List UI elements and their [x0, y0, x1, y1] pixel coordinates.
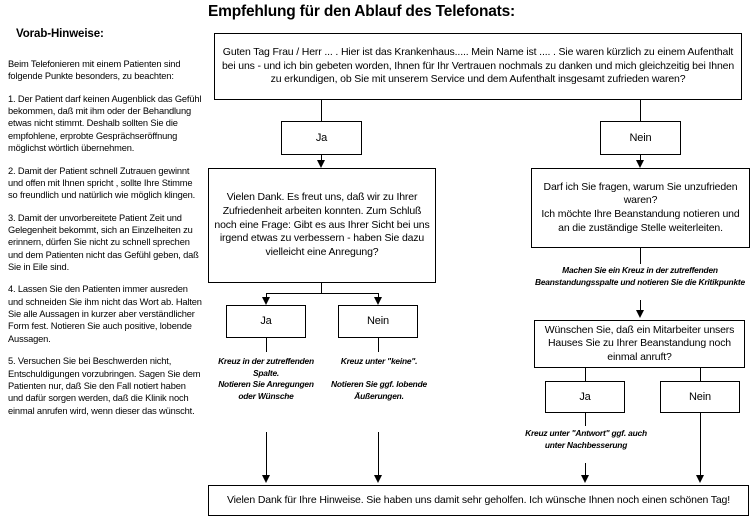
connector-to-suggestion-no: [378, 293, 379, 299]
arrow-head-icon: [696, 475, 704, 483]
connector-to-suggestion-yes: [266, 293, 267, 299]
sidebar-paragraph-0: Beim Telefonieren mit einem Patienten si…: [8, 59, 181, 82]
node-unsatisfied-followup: Darf ich Sie fragen, warum Sie unzufried…: [531, 168, 750, 248]
sidebar-paragraph-1: 1. Der Patient darf keinen Augenblick da…: [8, 93, 202, 154]
node-callback-yes: Ja: [545, 381, 625, 413]
connector-suggestion-no-to-closing: [378, 432, 379, 477]
sidebar-notes: Vorab-Hinweise: Beim Telefonieren mit ei…: [8, 28, 203, 427]
connector-callback-no-to-closing: [700, 413, 701, 477]
node-decision-satisfied-yes: Ja: [281, 121, 362, 155]
connector-callback-yes-stem: [585, 368, 586, 381]
node-callback-question: Wünschen Sie, daß ein Mitarbeiter unsers…: [534, 320, 745, 368]
connector-callback-yes-to-note: [585, 413, 586, 426]
node-opening-statement: Guten Tag Frau / Herr ... . Hier ist das…: [214, 33, 742, 100]
connector-followup-split: [266, 293, 378, 294]
connector-callback-no-stem: [700, 368, 701, 381]
connector-ja-to-followup: [321, 155, 322, 162]
connector-suggestion-yes-to-closing: [266, 432, 267, 477]
connector-callback-yes-to-closing: [585, 463, 586, 477]
arrow-head-icon: [636, 310, 644, 318]
sidebar-paragraph-2: 2. Damit der Patient schnell Zutrauen ge…: [8, 165, 196, 201]
arrow-head-icon: [636, 160, 644, 168]
node-closing-statement: Vielen Dank für Ihre Hinweise. Sie haben…: [208, 485, 749, 516]
node-suggestion-no: Nein: [338, 305, 418, 338]
connector-note-to-callback: [640, 300, 641, 312]
arrow-head-icon: [262, 297, 270, 305]
arrow-head-icon: [374, 475, 382, 483]
sidebar-paragraph-3: 3. Damit der unvorbereitete Patient Zeit…: [8, 212, 199, 273]
connector-nein-to-followup: [640, 155, 641, 162]
note-callback-yes: Kreuz unter "Antwort" ggf. auch unter Na…: [525, 428, 647, 450]
arrow-head-icon: [317, 160, 325, 168]
page-title: Empfehlung für den Ablauf des Telefonats…: [208, 3, 515, 20]
sidebar-heading: Vorab-Hinweise:: [16, 28, 104, 40]
note-suggestion-yes: Kreuz in der zutreffenden Spalte. Notier…: [218, 356, 314, 401]
connector-opening-to-ja: [321, 100, 322, 121]
connector-suggestion-yes-stem: [266, 338, 267, 352]
connector-followup-stem: [321, 283, 322, 293]
node-callback-no: Nein: [660, 381, 740, 413]
node-satisfied-followup: Vielen Dank. Es freut uns, daß wir zu Ih…: [208, 168, 436, 283]
note-suggestion-no: Kreuz unter "keine". Notieren Sie ggf. l…: [331, 356, 427, 401]
connector-unsatisfied-stem: [640, 248, 641, 264]
arrow-head-icon: [262, 475, 270, 483]
node-decision-satisfied-no: Nein: [600, 121, 681, 155]
sidebar-paragraph-4: 4. Lassen Sie den Patienten immer ausred…: [8, 284, 202, 344]
connector-suggestion-no-stem: [378, 338, 379, 352]
connector-opening-to-nein: [640, 100, 641, 121]
sidebar-paragraph-5: 5. Versuchen Sie bei Beschwerden nicht, …: [8, 356, 201, 416]
node-suggestion-yes: Ja: [226, 305, 306, 338]
note-complaint: Machen Sie ein Kreuz in der zutreffenden…: [535, 265, 745, 287]
arrow-head-icon: [374, 297, 382, 305]
arrow-head-icon: [581, 475, 589, 483]
